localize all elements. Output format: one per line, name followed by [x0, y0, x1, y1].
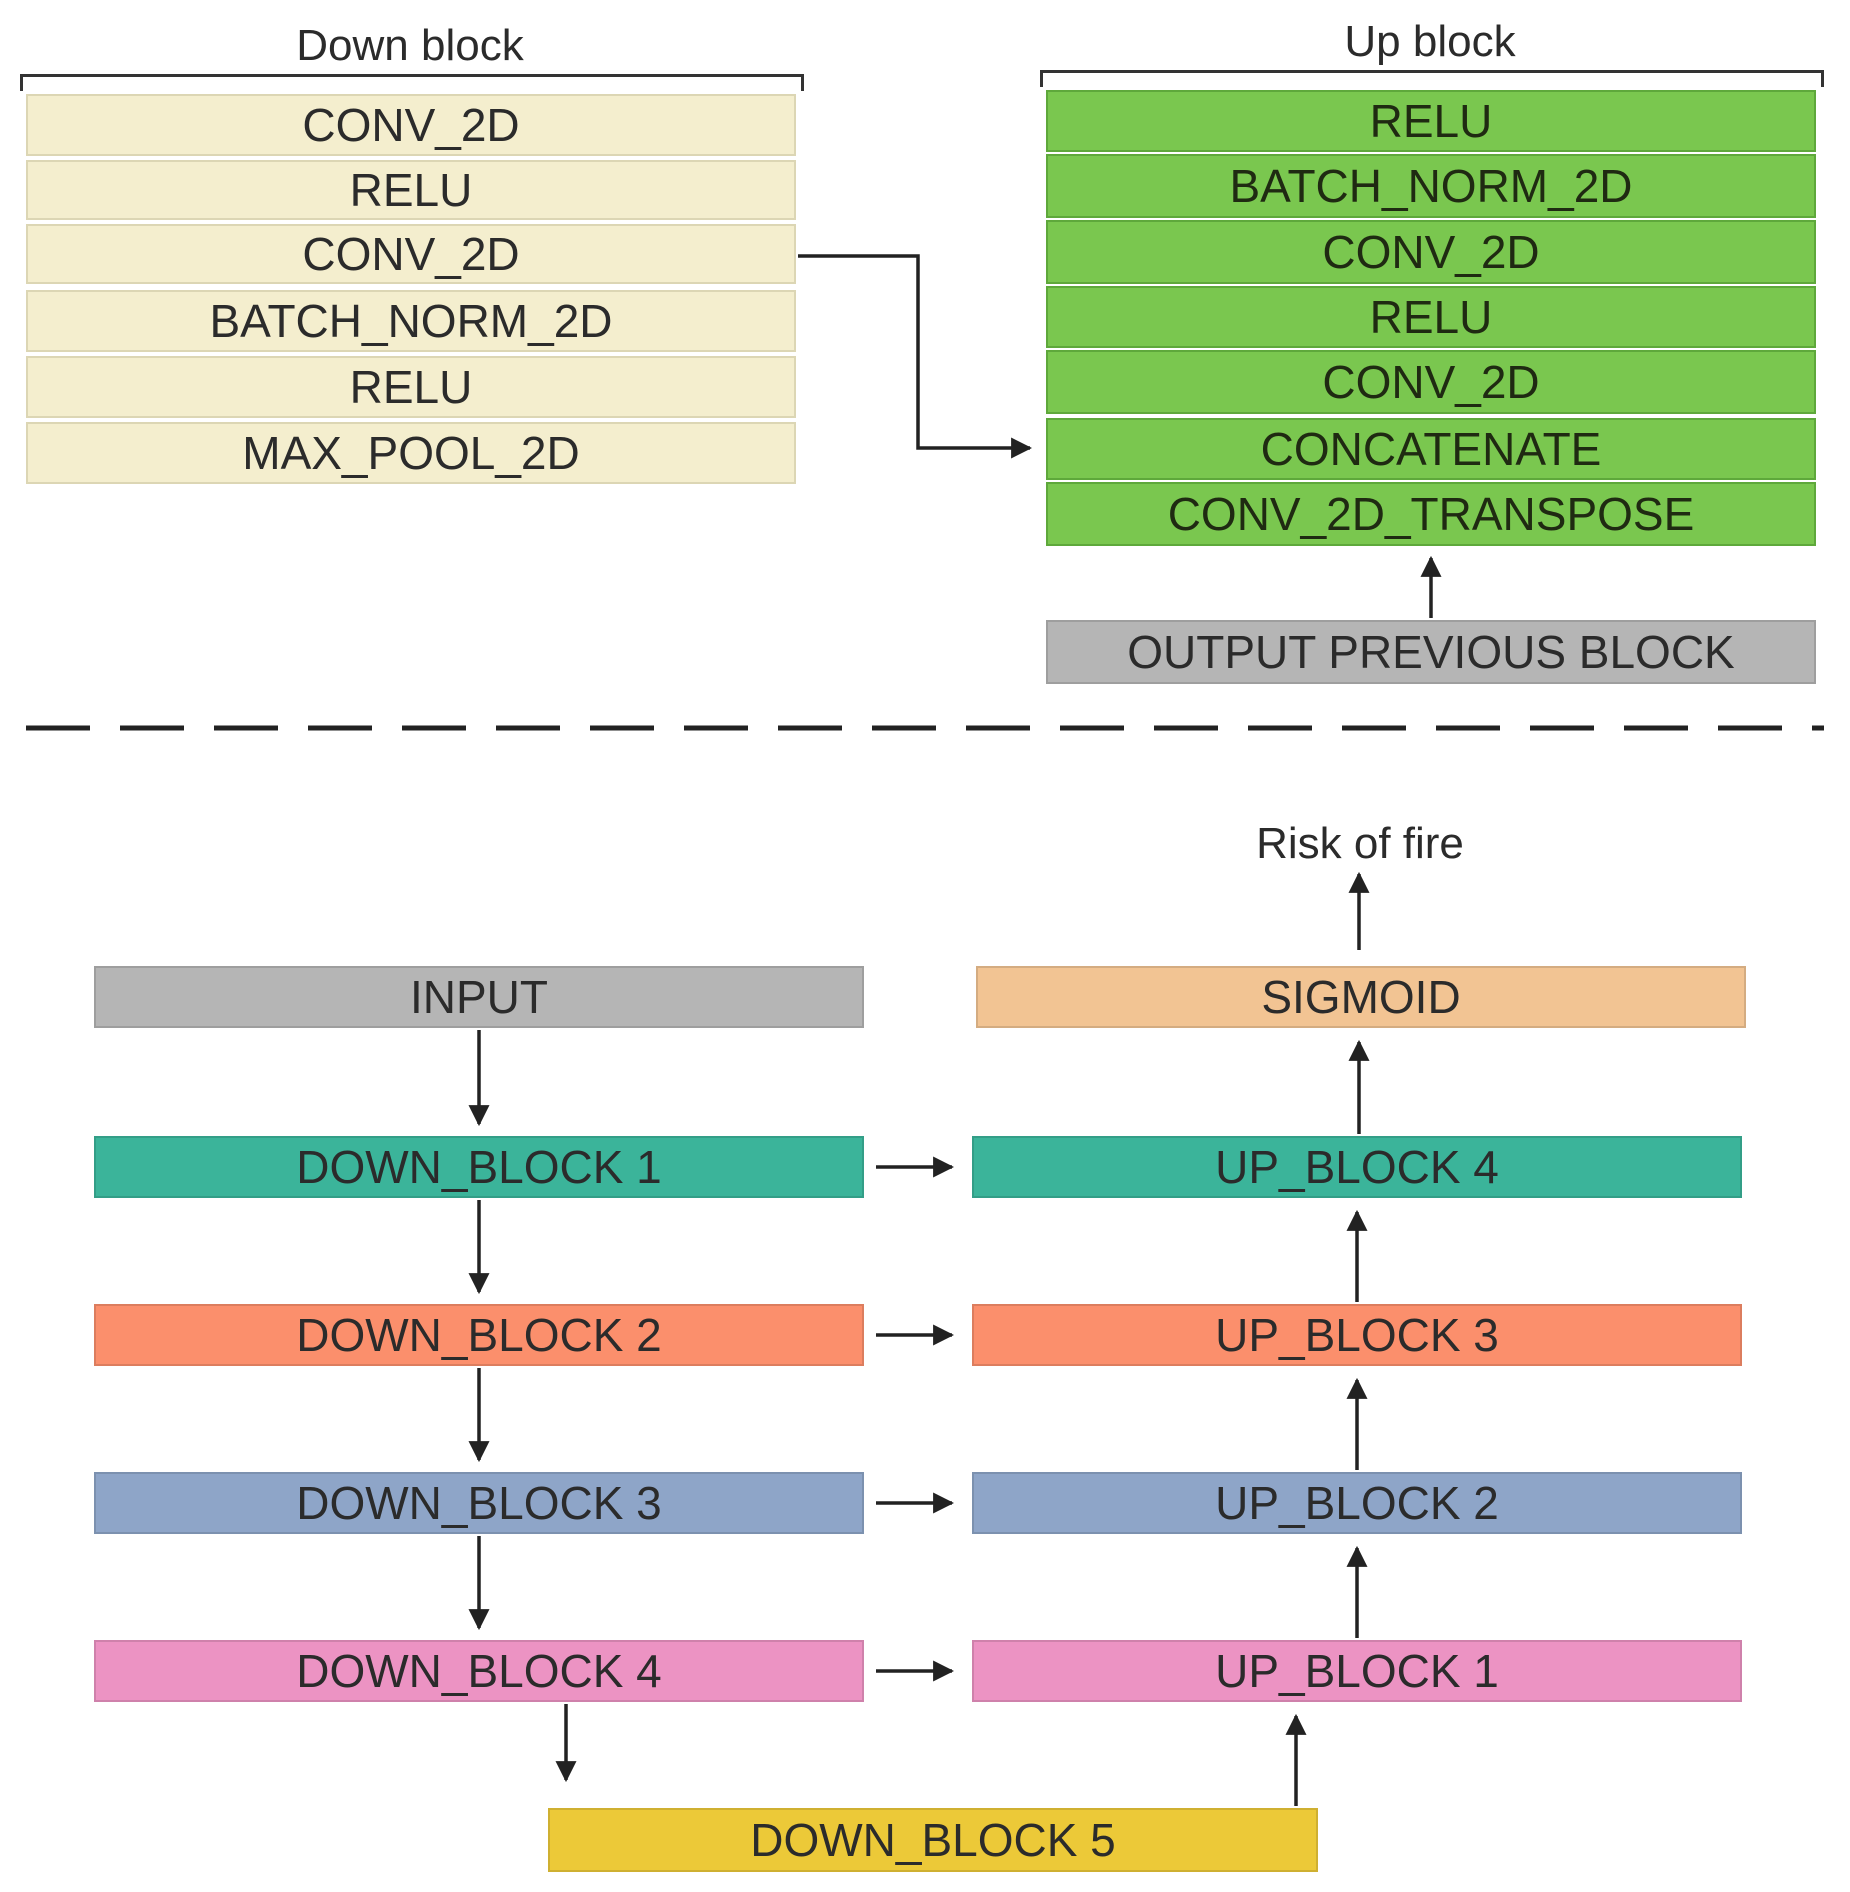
up-layer-batchnorm: BATCH_NORM_2D: [1046, 154, 1816, 218]
up-layer-relu-2: RELU: [1046, 286, 1816, 348]
down-layer-conv2d-1: CONV_2D: [26, 94, 796, 156]
up-block-4: UP_BLOCK 4: [972, 1136, 1742, 1198]
up-block-title: Up block: [1344, 17, 1516, 66]
up-layer-relu-1: RELU: [1046, 90, 1816, 152]
down-block-2: DOWN_BLOCK 2: [94, 1304, 864, 1366]
up-block-2: UP_BLOCK 2: [972, 1472, 1742, 1534]
down-block-title: Down block: [296, 21, 524, 70]
up-layer-conv2d-2: CONV_2D: [1046, 350, 1816, 414]
down-layer-maxpool: MAX_POOL_2D: [26, 422, 796, 484]
down-layer-relu-1: RELU: [26, 160, 796, 220]
down-block-1: DOWN_BLOCK 1: [94, 1136, 864, 1198]
output-label: Risk of fire: [1256, 819, 1464, 868]
down-block-bracket: [20, 74, 804, 91]
up-layer-concatenate: CONCATENATE: [1046, 418, 1816, 480]
down-layer-relu-2: RELU: [26, 356, 796, 418]
output-previous-block: OUTPUT PREVIOUS BLOCK: [1046, 620, 1816, 684]
up-layer-conv2d-1: CONV_2D: [1046, 220, 1816, 284]
down-layer-conv2d-2: CONV_2D: [26, 224, 796, 284]
sigmoid-box: SIGMOID: [976, 966, 1746, 1028]
up-layer-conv2d-transpose: CONV_2D_TRANSPOSE: [1046, 482, 1816, 546]
skip-connection-arrow: [798, 254, 1033, 459]
down-layer-batchnorm: BATCH_NORM_2D: [26, 290, 796, 352]
input-box: INPUT: [94, 966, 864, 1028]
up-block-3: UP_BLOCK 3: [972, 1304, 1742, 1366]
down-block-3: DOWN_BLOCK 3: [94, 1472, 864, 1534]
up-block-bracket: [1040, 70, 1824, 87]
down-block-4: DOWN_BLOCK 4: [94, 1640, 864, 1702]
down-block-5: DOWN_BLOCK 5: [548, 1808, 1318, 1872]
up-block-1: UP_BLOCK 1: [972, 1640, 1742, 1702]
